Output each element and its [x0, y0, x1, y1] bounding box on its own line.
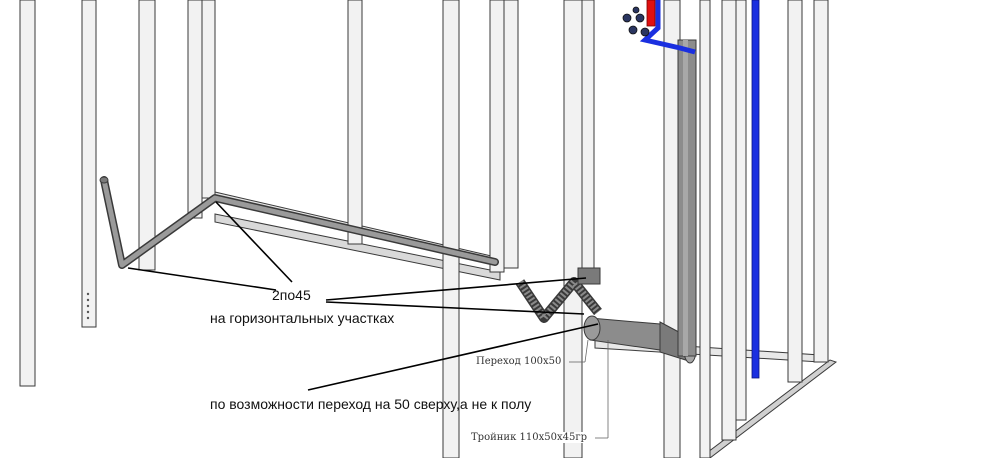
- stud: [442, 0, 460, 458]
- leader-line: [325, 277, 587, 301]
- red-water-pipe: [646, 0, 656, 27]
- drain-pipe-50: [99, 176, 499, 269]
- stud: [735, 0, 747, 421]
- stud: [721, 0, 737, 441]
- elbows-45: [515, 267, 602, 323]
- annotation-horizontal-sections: на горизонтальных участках: [210, 310, 395, 326]
- stud: [138, 0, 156, 271]
- leader-line: [215, 201, 293, 283]
- blue-water-pipe: [639, 0, 760, 379]
- leader-line: [127, 267, 277, 291]
- riser-pipe: [677, 39, 697, 357]
- stud: [813, 0, 829, 363]
- stud: [563, 0, 583, 458]
- stud: [787, 0, 803, 383]
- stud: [187, 0, 203, 219]
- annotation-elbows: 2по45: [272, 287, 311, 303]
- stud: [503, 0, 519, 269]
- stud: [19, 0, 36, 387]
- stud: [81, 0, 97, 328]
- dimension-leaders: [569, 339, 609, 439]
- leader-lines: [127, 201, 599, 391]
- annotation-transition: по возможности переход на 50 сверху,а не…: [210, 396, 532, 412]
- leader-line: [325, 301, 585, 315]
- stud: [489, 0, 505, 273]
- metal-studs: [19, 0, 829, 458]
- dimension-label-tee: Тройник 110х50х45гр: [470, 432, 588, 443]
- stud-holes: [86, 292, 90, 320]
- dimension-label-reducer: Переход 100х50: [475, 356, 563, 367]
- stud: [201, 0, 216, 199]
- stud: [347, 0, 363, 245]
- stud: [699, 0, 711, 458]
- stud: [581, 0, 595, 271]
- manifold-valves: [622, 6, 650, 37]
- leader-line: [307, 323, 599, 391]
